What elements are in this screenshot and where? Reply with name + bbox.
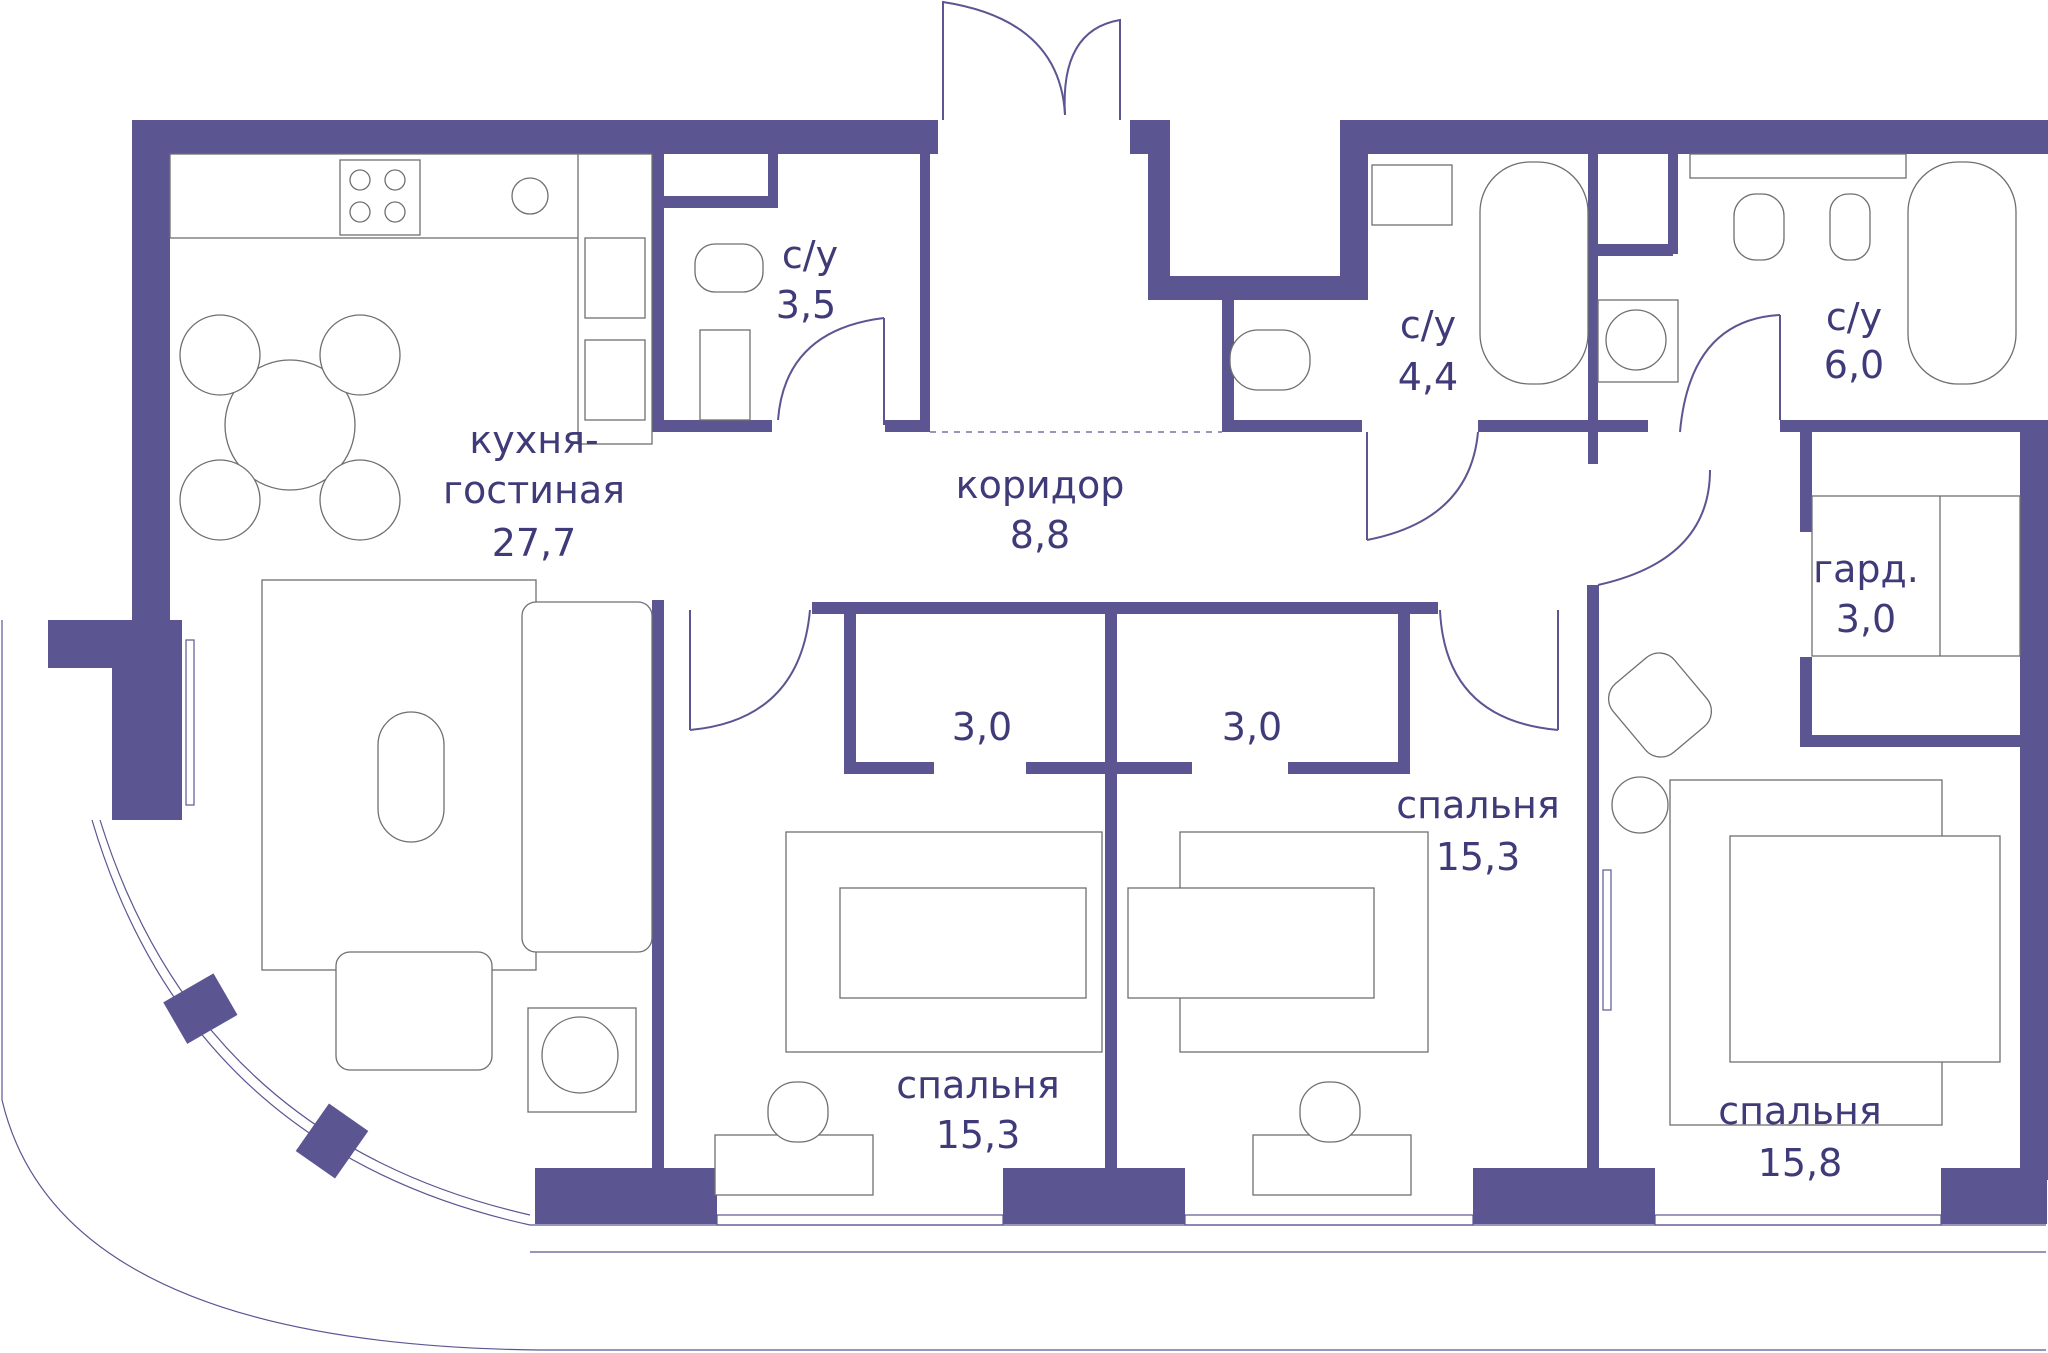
bath-3-name: с/у — [1826, 295, 1882, 339]
kitchen-living-area: 27,7 — [492, 521, 577, 565]
bedroom-3-name: спальня — [1718, 1089, 1881, 1133]
bedroom-furniture — [714, 495, 2021, 1196]
walls — [48, 120, 2048, 1224]
doors — [689, 0, 1781, 731]
bedroom-1-area: 15,3 — [1436, 835, 1521, 879]
bath-2-name: с/у — [1400, 303, 1456, 347]
corridor-area: 8,8 — [1010, 513, 1070, 557]
bedroom-2-area: 15,3 — [936, 1113, 1021, 1157]
kitchen-living-name-1: кухня- — [469, 418, 598, 462]
bedroom-1-name: спальня — [1396, 783, 1559, 827]
wardrobe-name: гард. — [1813, 547, 1919, 591]
closet-1-area: 3,0 — [952, 705, 1012, 749]
wardrobe-area: 3,0 — [1836, 597, 1896, 641]
interior-walls — [652, 154, 2048, 1168]
corridor-name: коридор — [956, 463, 1125, 507]
bath-1-area: 3,5 — [776, 283, 836, 327]
bath-3-area: 6,0 — [1824, 343, 1884, 387]
closet-2-area: 3,0 — [1222, 705, 1282, 749]
bath-2-area: 4,4 — [1398, 355, 1458, 399]
kitchen-living-name-2: гостиная — [443, 468, 625, 512]
bedroom-3-area: 15,8 — [1758, 1141, 1843, 1185]
room-labels: кухня- гостиная 27,7 с/у 3,5 коридор 8,8… — [443, 233, 1919, 1185]
bedroom-2-name: спальня — [896, 1063, 1059, 1107]
bathroom-furniture — [694, 153, 2017, 421]
bath-1-name: с/у — [782, 233, 838, 277]
kitchen-furniture — [169, 153, 653, 1113]
windows — [185, 639, 1942, 1226]
